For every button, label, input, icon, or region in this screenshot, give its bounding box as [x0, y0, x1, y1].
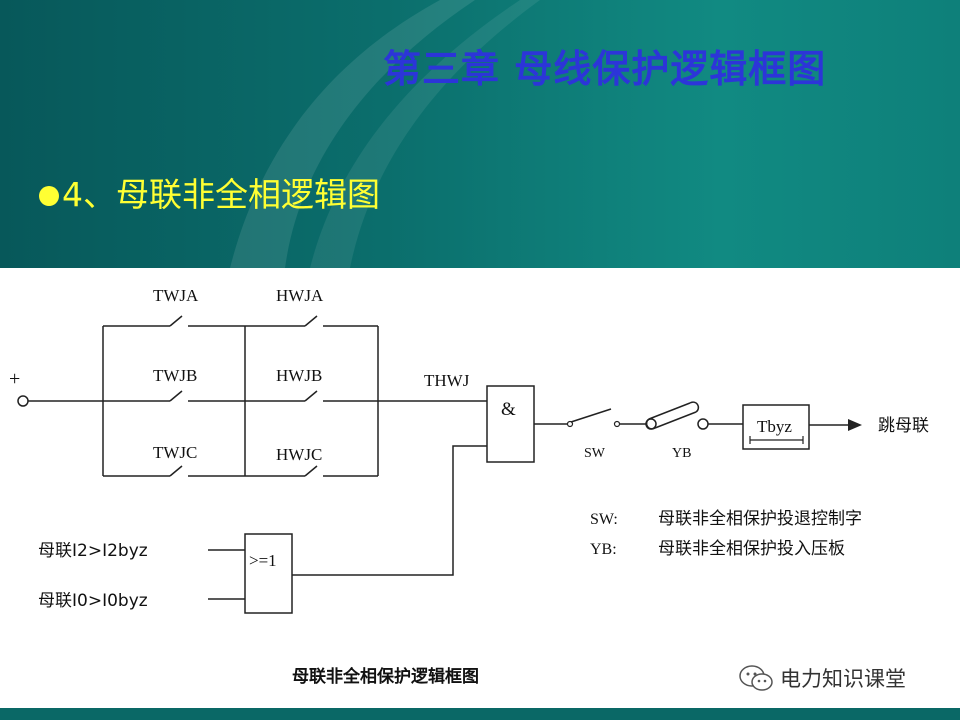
- timer-label: Tbyz: [757, 417, 792, 436]
- twjb-label: TWJB: [153, 366, 197, 385]
- timer-box: [742, 404, 810, 450]
- legend-yb-key: YB:: [590, 541, 617, 558]
- bullet-icon: [39, 186, 59, 206]
- legend-yb-text: 母联非全相保护投入压板: [658, 539, 845, 559]
- output-label: 跳母联: [878, 416, 929, 436]
- legend-sw-text: 母联非全相保护投退控制字: [658, 509, 862, 529]
- watermark-text: 电力知识课堂: [780, 667, 906, 691]
- sw-switch-blade: [570, 408, 612, 423]
- logic-diagram: + TWJA HWJA TWJB HWJB TWJC HWJC THWJ: [9, 286, 929, 687]
- or-gate: [244, 533, 293, 614]
- or-gate-label: >=1: [249, 551, 277, 570]
- and-gate: [486, 385, 535, 463]
- sw-terminal-left: [566, 420, 574, 428]
- legend-sw-key: SW:: [590, 511, 618, 528]
- thwj-label: THWJ: [424, 371, 470, 390]
- sw-terminal-right: [613, 420, 621, 428]
- output-arrow-icon: [848, 419, 862, 431]
- hwjc-label: HWJC: [276, 445, 322, 464]
- yb-plate: [645, 401, 709, 430]
- slide-header: 第三章 母线保护逻辑框图 4、母联非全相逻辑图: [0, 0, 960, 268]
- section-title: 4、母联非全相逻辑图: [38, 168, 380, 216]
- twjc-label: TWJC: [153, 443, 197, 462]
- twja-label: TWJA: [153, 286, 199, 305]
- section-title-text: 4、母联非全相逻辑图: [62, 175, 380, 214]
- watermark: 电力知识课堂: [738, 662, 906, 694]
- hwjb-label: HWJB: [276, 366, 322, 385]
- chapter-title: 第三章 母线保护逻辑框图: [383, 47, 827, 91]
- contact-network: [102, 315, 379, 477]
- plus-terminal: [17, 395, 29, 407]
- header-decoration: [230, 0, 540, 268]
- wechat-icon: [739, 665, 773, 691]
- diagram-caption: 母联非全相保护逻辑框图: [292, 666, 479, 687]
- hwja-label: HWJA: [276, 286, 324, 305]
- or-to-and-wire: [292, 445, 487, 576]
- plus-label: +: [9, 368, 20, 390]
- and-gate-label: &: [501, 399, 516, 420]
- i2-input-label: 母联I2>I2byz: [38, 541, 148, 561]
- yb-label: YB: [672, 446, 691, 461]
- sw-label: SW: [584, 446, 606, 461]
- bottom-bar: [0, 708, 960, 720]
- i0-input-label: 母联I0>I0byz: [38, 591, 148, 611]
